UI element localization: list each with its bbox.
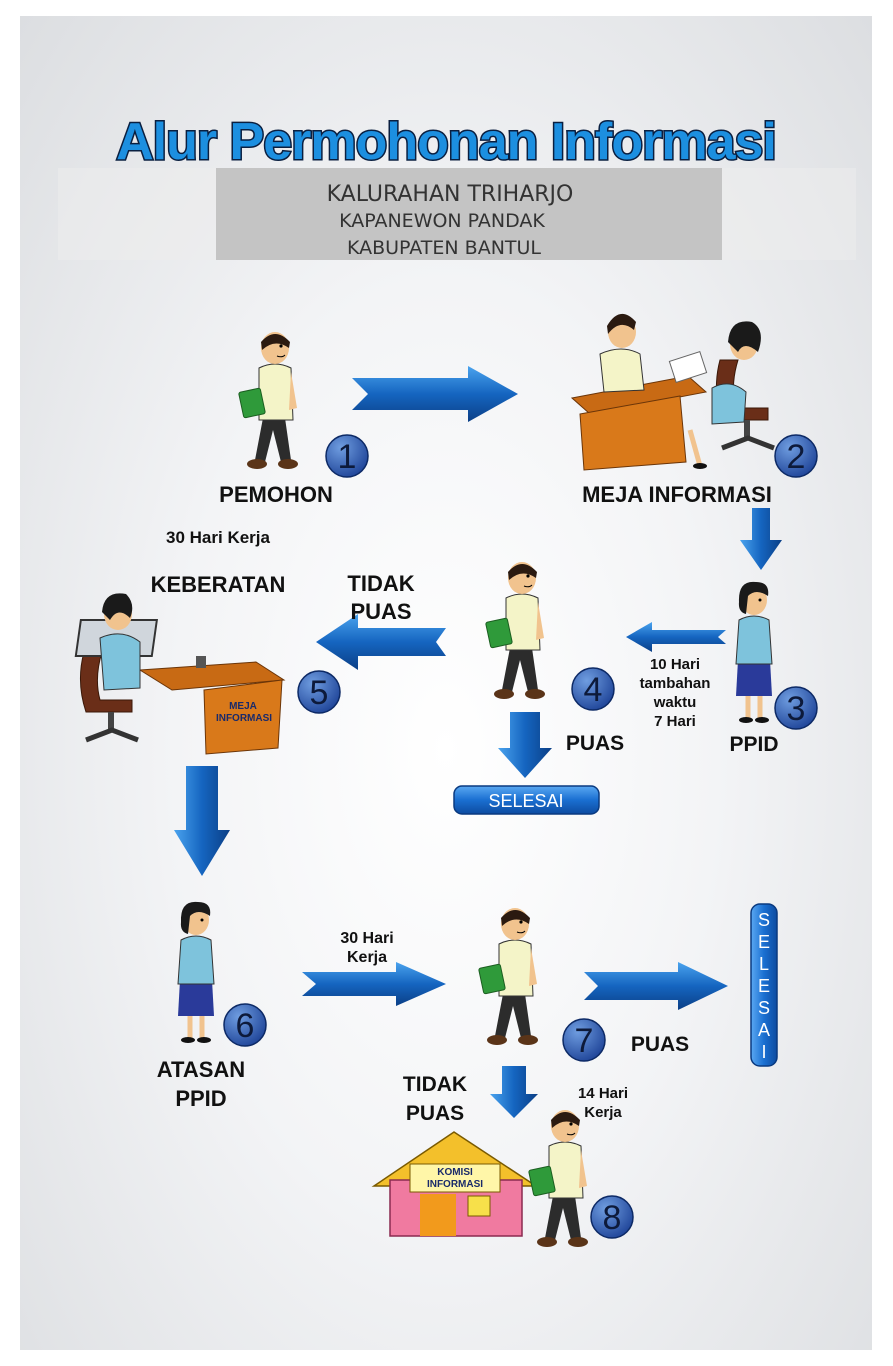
meja-informasi-scene-icon bbox=[570, 313, 774, 471]
desk-sign-line-2: INFORMASI bbox=[216, 713, 272, 724]
keberatan-desk-scene-icon: MEJA INFORMASI bbox=[74, 593, 286, 755]
step-badge-1: 1 bbox=[325, 434, 369, 478]
note-30-hari-mid-line-2: Kerja bbox=[347, 949, 387, 966]
note-tidak-puas-1-line-2: PUAS bbox=[350, 599, 411, 624]
label-keberatan: KEBERATAN bbox=[151, 572, 286, 597]
step-number-1: 1 bbox=[338, 438, 357, 476]
komisi-informasi-building-icon: KOMISI INFORMASI bbox=[371, 1131, 539, 1237]
subtitle-line-3: KABUPATEN BANTUL bbox=[347, 237, 541, 259]
selesai-vertical-letter-6: A bbox=[758, 1020, 770, 1040]
note-tidak-puas-1-line-1: TIDAK bbox=[347, 571, 414, 596]
pemohon-7-figure-icon bbox=[478, 907, 539, 1046]
note-10-hari-line-3: waktu bbox=[653, 694, 697, 711]
pemohon-8-figure-icon bbox=[528, 1109, 589, 1248]
label-pemohon: PEMOHON bbox=[219, 482, 333, 507]
arrow-3-to-4 bbox=[626, 622, 726, 652]
subtitle-line-2: KAPANEWON PANDAK bbox=[339, 210, 545, 232]
step-number-7: 7 bbox=[575, 1022, 594, 1060]
subtitle-line-1: KALURAHAN TRIHARJO bbox=[327, 182, 574, 207]
arrow-7-to-selesai bbox=[584, 962, 728, 1010]
step-badge-7: 7 bbox=[562, 1018, 606, 1062]
arrow-1-to-2 bbox=[352, 366, 518, 422]
arrow-4-to-5 bbox=[316, 614, 446, 670]
step-badge-3: 3 bbox=[774, 686, 818, 730]
arrow-4-to-selesai bbox=[498, 712, 552, 778]
selesai-vertical-letter-3: L bbox=[759, 954, 769, 974]
komisi-sign-line-1: KOMISI bbox=[437, 1167, 473, 1178]
arrow-5-to-6 bbox=[174, 766, 230, 876]
note-10-hari-line-4: 7 Hari bbox=[654, 713, 696, 730]
note-tidak-puas-2-line-2: PUAS bbox=[406, 1102, 464, 1125]
label-ppid: PPID bbox=[729, 733, 778, 756]
note-10-hari-line-2: tambahan bbox=[640, 675, 711, 692]
label-puas-4: PUAS bbox=[566, 732, 624, 755]
page-title: Alur Permohonan Informasi bbox=[116, 113, 776, 171]
step-number-5: 5 bbox=[310, 674, 329, 712]
selesai-vertical-letter-7: I bbox=[761, 1042, 766, 1062]
note-10-hari-line-1: 10 Hari bbox=[650, 656, 700, 673]
step-badge-8: 8 bbox=[590, 1195, 634, 1239]
label-ppid-6: PPID bbox=[175, 1086, 226, 1111]
step-number-4: 4 bbox=[584, 671, 603, 709]
step-number-6: 6 bbox=[236, 1007, 255, 1045]
selesai-vertical-letter-5: S bbox=[758, 998, 770, 1018]
selesai-button-horizontal: SELESAI bbox=[453, 785, 600, 815]
note-tidak-puas-2-line-1: TIDAK bbox=[403, 1073, 467, 1096]
step-number-3: 3 bbox=[787, 690, 806, 728]
step-badge-5: 5 bbox=[297, 670, 341, 714]
selesai-button-vertical: S E L E S A I bbox=[750, 903, 778, 1067]
arrow-7-to-8 bbox=[490, 1066, 538, 1118]
arrow-6-to-7 bbox=[302, 962, 446, 1006]
note-14-hari-line-2: Kerja bbox=[584, 1104, 622, 1121]
selesai-vertical-letter-4: E bbox=[758, 976, 770, 996]
step-badge-6: 6 bbox=[223, 1003, 267, 1047]
selesai-vertical-letter-1: S bbox=[758, 910, 770, 930]
step-badge-4: 4 bbox=[571, 667, 615, 711]
arrow-2-to-3 bbox=[740, 508, 782, 570]
ppid-figure-icon bbox=[736, 582, 772, 723]
desk-sign-line-1: MEJA bbox=[229, 701, 257, 712]
pemohon-4-figure-icon bbox=[485, 561, 546, 700]
subtitle-banner bbox=[216, 168, 722, 260]
label-atasan: ATASAN bbox=[157, 1057, 245, 1082]
step-number-2: 2 bbox=[787, 438, 806, 476]
atasan-ppid-figure-icon bbox=[178, 902, 214, 1043]
pemohon-figure-icon bbox=[238, 331, 299, 470]
note-14-hari-line-1: 14 Hari bbox=[578, 1085, 628, 1102]
label-puas-7: PUAS bbox=[631, 1033, 689, 1056]
note-30-hari-kerja-top: 30 Hari Kerja bbox=[166, 528, 270, 547]
selesai-horizontal-label: SELESAI bbox=[488, 791, 563, 811]
note-30-hari-mid-line-1: 30 Hari bbox=[340, 930, 393, 947]
komisi-sign-line-2: INFORMASI bbox=[427, 1179, 483, 1190]
selesai-vertical-letter-2: E bbox=[758, 932, 770, 952]
step-badge-2: 2 bbox=[774, 434, 818, 478]
step-number-8: 8 bbox=[603, 1199, 622, 1237]
label-meja-informasi: MEJA INFORMASI bbox=[582, 482, 772, 507]
